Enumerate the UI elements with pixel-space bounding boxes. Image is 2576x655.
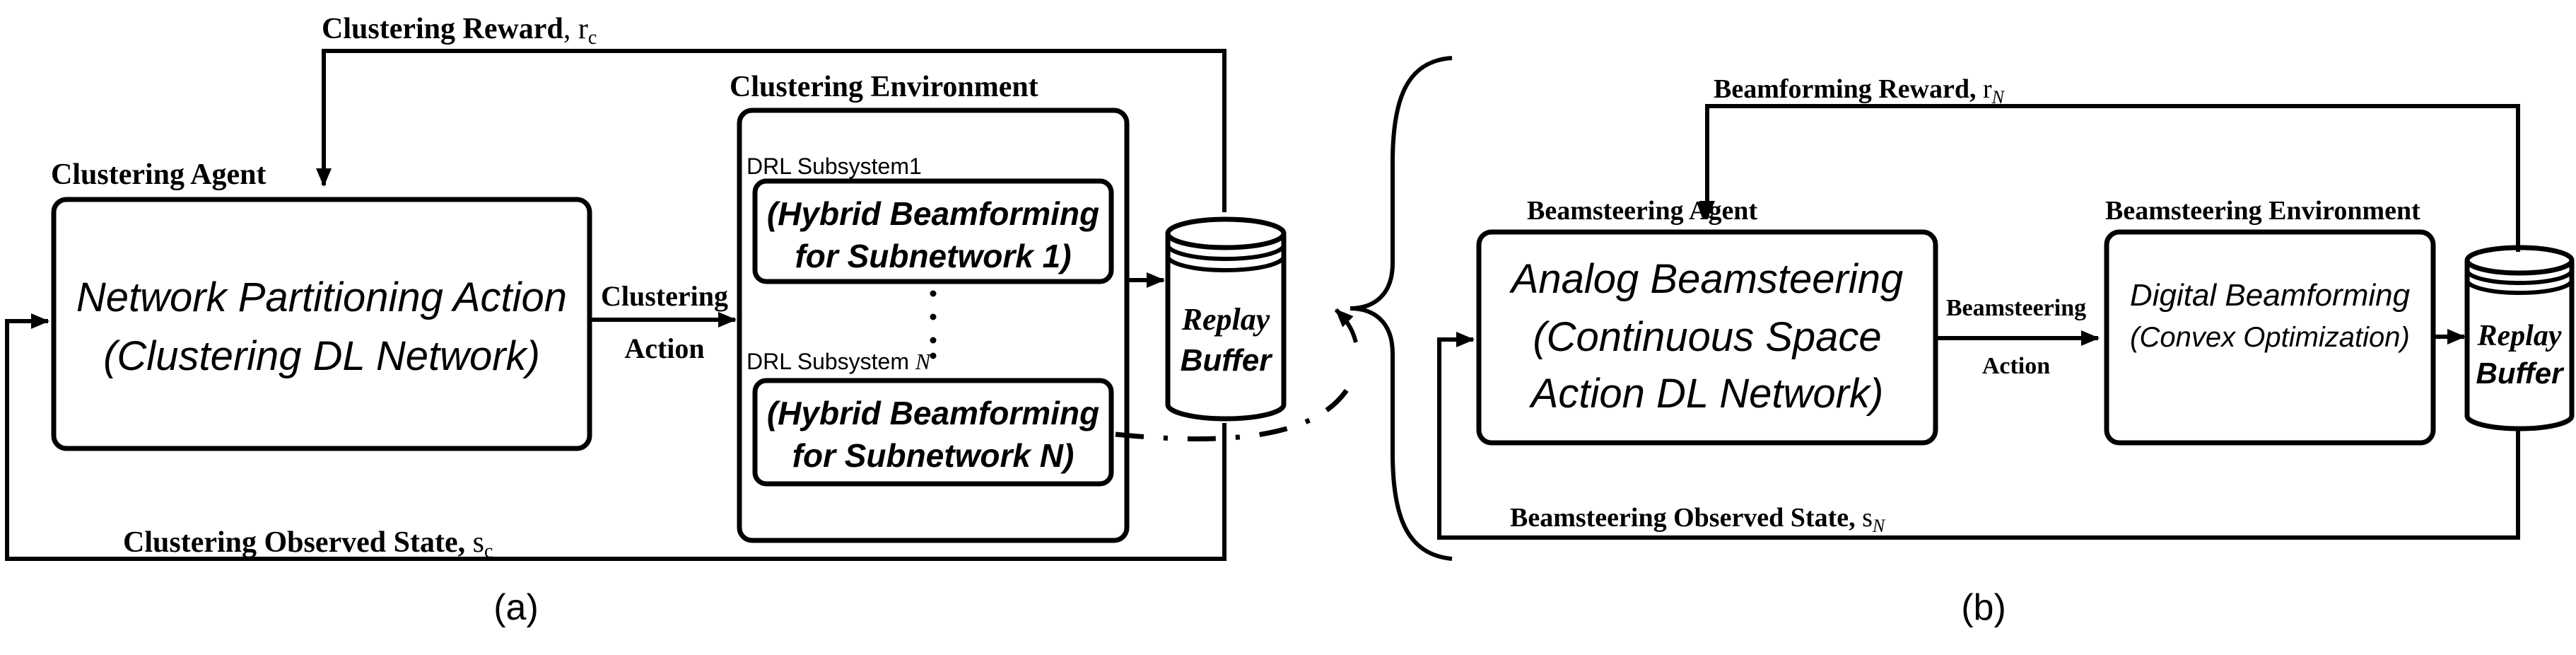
drl-subsystem1-line1: (Hybrid Beamforming <box>767 195 1099 232</box>
clustering-agent-line1: Network Partitioning Action <box>76 274 567 320</box>
clustering-environment-box <box>737 108 1130 543</box>
replay-buffer-b <box>2464 245 2575 431</box>
drl-subsystem1-line2: for Subnetwork 1) <box>795 238 1071 274</box>
clustering-agent-title: Clustering Agent <box>51 158 267 191</box>
replay-buffer-a-line2: Buffer <box>1181 343 1274 378</box>
drl-subsystem1-label: DRL Subsystem1 <box>747 153 922 179</box>
expansion-brace <box>1350 56 1453 561</box>
replay-buffer-b-line1: Replay <box>2477 320 2562 352</box>
beamforming-reward-line <box>1699 104 2520 252</box>
beamsteering-observed-state-label: Beamsteering Observed State, sN <box>1510 503 1886 536</box>
clustering-agent-box <box>51 197 592 451</box>
beamsteering-agent-line3: Action DL Network) <box>1529 371 1884 417</box>
beamsteering-action-label-1: Beamsteering <box>1946 295 2086 321</box>
replay-buffer-a-line1: Replay <box>1181 302 1270 337</box>
clustering-observed-state-label: Clustering Observed State, sc <box>123 526 493 562</box>
clustering-observed-state-line <box>5 313 1226 561</box>
beamsteering-observed-state-line <box>1437 332 2520 540</box>
beamsteering-agent-box <box>1476 229 1938 446</box>
panel-a: Clustering Reward, rc Clustering Agent N… <box>5 13 1358 628</box>
beamsteering-agent-title: Beamsteering Agent <box>1527 196 1757 226</box>
beamforming-reward-label: Beamforming Reward, rN <box>1714 74 2006 108</box>
replay-buffer-a <box>1165 216 1287 422</box>
zoom-dashed-connector <box>1115 381 1354 441</box>
drl-subsystemN-line2: for Subnetwork N) <box>792 437 1075 474</box>
beamsteering-agent-line1: Analog Beamsteering <box>1509 256 1904 302</box>
caption-a: (a) <box>493 587 539 628</box>
zoom-connector-arrow <box>1334 308 1358 343</box>
clustering-reward-line <box>316 49 1226 212</box>
clustering-reward-label: Clustering Reward, rc <box>322 13 597 49</box>
beamsteering-environment-title: Beamsteering Environment <box>2105 196 2420 226</box>
clustering-agent-line2: (Clustering DL Network) <box>103 333 540 379</box>
drl-subsystem1-box <box>752 178 1114 284</box>
beamsteering-environment-box <box>2104 229 2436 446</box>
beamsteering-env-line2: (Convex Optimization) <box>2130 322 2410 353</box>
clustering-environment-title: Clustering Environment <box>730 71 1038 103</box>
panel-b: Beamforming Reward, rN Beamsteering Agen… <box>1437 74 2575 628</box>
beamsteering-env-line1: Digital Beamforming <box>2130 278 2411 313</box>
clustering-action-label-2: Action <box>624 332 704 364</box>
drl-subsystemN-line1: (Hybrid Beamforming <box>767 395 1099 431</box>
drl-subsystemN-box <box>752 378 1114 487</box>
beamsteering-action-label-2: Action <box>1982 353 2050 379</box>
beamsteering-agent-line2: (Continuous Space <box>1533 314 1881 360</box>
vertical-ellipsis <box>930 290 937 359</box>
caption-b: (b) <box>1961 587 2006 628</box>
drl-subsystemN-label: DRL Subsystem N <box>747 349 932 374</box>
clustering-action-label-1: Clustering <box>601 280 728 312</box>
replay-buffer-b-line2: Buffer <box>2476 357 2565 390</box>
